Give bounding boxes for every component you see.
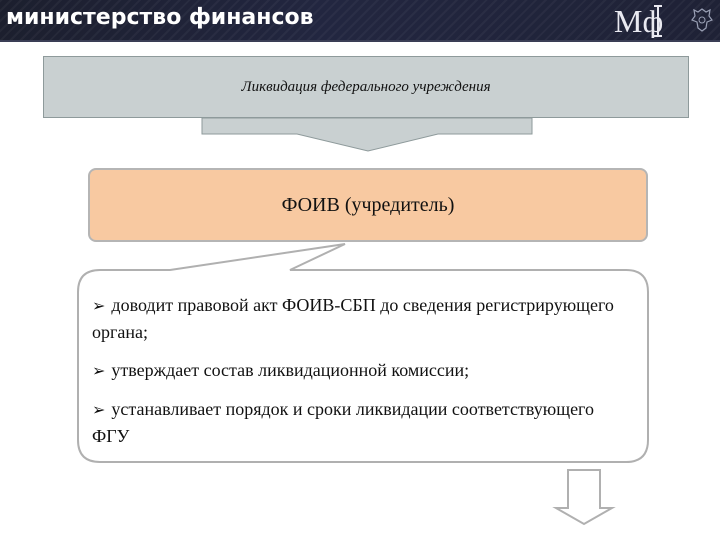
down-arrow-bottom (552, 469, 616, 526)
callout-box (77, 243, 649, 463)
ministry-title: министерство финансов (6, 5, 314, 30)
founder-box-label: ФОИВ (учредитель) (281, 193, 455, 216)
bullet-text: доводит правовой акт ФОИВ-СБП до сведени… (92, 295, 614, 342)
bullet-text: утверждает состав ликвидационной комисси… (111, 360, 470, 380)
logo-text: Мф (614, 3, 663, 38)
callout-content: ➢доводит правовой акт ФОИВ-СБП до сведен… (92, 292, 632, 461)
ministry-logo-icon: Мф (614, 3, 663, 38)
down-arrow-top (201, 117, 533, 152)
arrow-bullet-icon: ➢ (92, 361, 106, 380)
bullet-item: ➢ утверждает состав ликвидационной комисс… (92, 357, 632, 384)
top-box-label: Ликвидация федерального учреждения (241, 78, 491, 95)
top-box: Ликвидация федерального учреждения (43, 56, 689, 118)
bullet-item: ➢доводит правовой акт ФОИВ-СБП до сведен… (92, 292, 632, 345)
header-bar: министерство финансов Мф (0, 0, 720, 40)
bullet-item: ➢устанавливает порядок и сроки ликвидаци… (92, 396, 632, 449)
arrow-bullet-icon: ➢ (92, 400, 106, 419)
founder-box: ФОИВ (учредитель) (88, 168, 648, 242)
bullet-text: устанавливает порядок и сроки ликвидации… (92, 399, 594, 446)
coat-of-arms-icon (691, 8, 713, 32)
header-pattern (0, 0, 720, 40)
header-divider (0, 40, 720, 42)
arrow-bullet-icon: ➢ (92, 296, 106, 315)
